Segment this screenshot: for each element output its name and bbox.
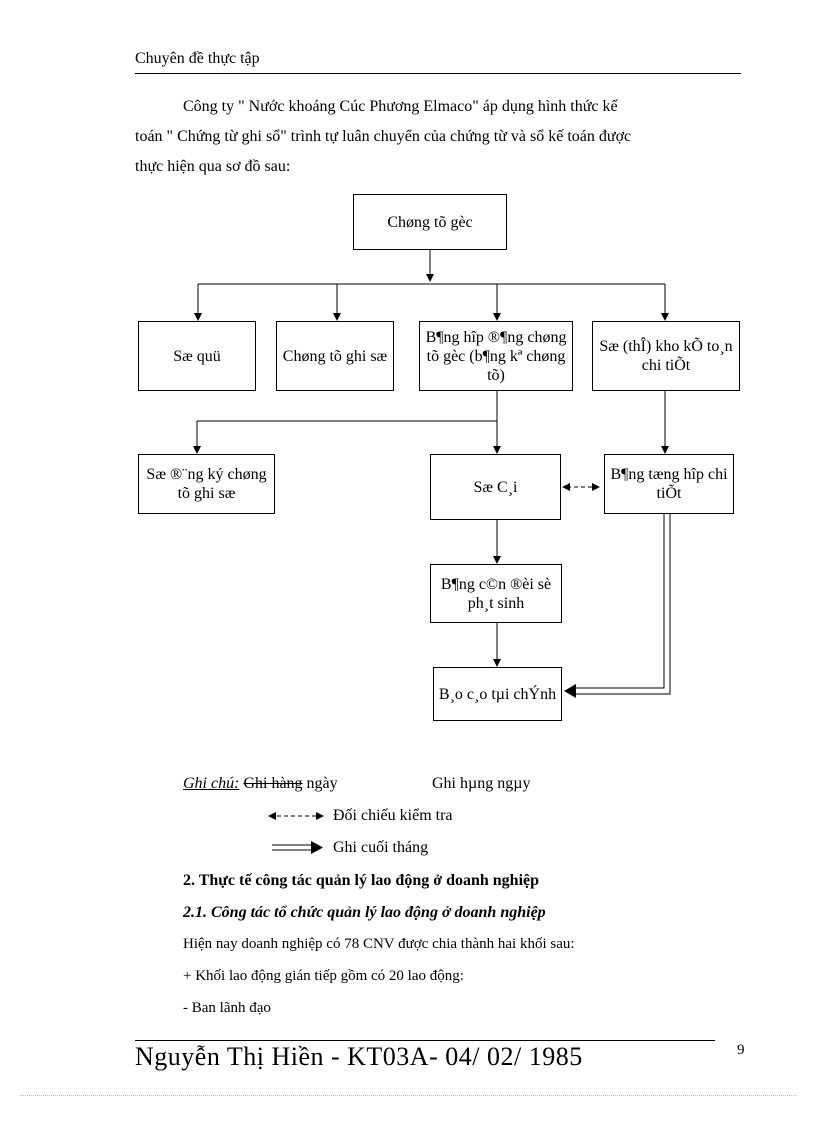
intro-paragraph: Công ty " Nước khoáng Cúc Phương Elmaco"… xyxy=(135,92,741,182)
legend-daily-rest: ngày xyxy=(302,775,338,792)
box-bao-cao: B¸o c¸o tµi chÝnh xyxy=(433,667,562,721)
month-end-line-outer xyxy=(572,514,665,689)
section-heading: 2. Thực tế công tác quản lý lao động ở d… xyxy=(183,872,540,889)
intro-line-1: Công ty " Nước khoáng Cúc Phương Elmaco"… xyxy=(183,98,618,115)
legend-dashed-left-head xyxy=(268,812,276,820)
box-so-dang-ky: Sæ ®¨ng ký chøng tõ ghi sæ xyxy=(138,454,275,514)
body-line-1: Hiện nay doanh nghiệp có 78 CNV được chi… xyxy=(183,936,575,952)
box-so-cai: Sæ C¸i xyxy=(430,454,561,520)
legend-double-head xyxy=(311,841,323,854)
section-subheading: 2.1. Công tác tổ chức quản lý lao động ở… xyxy=(183,904,546,921)
legend-label: Ghi chú: xyxy=(183,775,240,792)
footer-rule xyxy=(135,1040,715,1041)
body-line-2: + Khối lao động gián tiếp gồm có 20 lao … xyxy=(183,968,464,984)
box-bang-tong-hop: B¶ng tæng hîp chi tiÕt xyxy=(604,454,734,514)
box-chung-tu-goc: Chøng tõ gèc xyxy=(353,194,507,250)
page-bottom-dotted-edge xyxy=(20,1095,796,1096)
page-number: 9 xyxy=(737,1042,745,1058)
header-rule xyxy=(135,73,741,74)
intro-line-3: thực hiện qua sơ đồ sau: xyxy=(135,158,291,175)
legend-monthly-text: Ghi cuối tháng xyxy=(333,839,429,856)
intro-line-2: toán " Chứng từ ghi sổ" trình tự luân ch… xyxy=(135,128,632,145)
legend-daily-struck: Ghi hàng xyxy=(243,775,303,792)
legend-crosscheck-text: Đối chiếu kiểm tra xyxy=(333,807,453,824)
month-end-arrowhead xyxy=(564,684,576,698)
box-bang-hop: B¶ng hîp ®¶ng chøng tõ gèc (b¶ng kª chøn… xyxy=(419,321,573,391)
legend-daily-row: Ghi chú: Ghi hàng ngày xyxy=(183,775,338,793)
page-header-title: Chuyên đề thực tập xyxy=(135,50,260,67)
legend-dashed-right-head xyxy=(316,812,324,820)
legend-daily-alt: Ghi hµng ngµy xyxy=(432,775,531,792)
month-end-line-inner xyxy=(572,514,671,695)
box-bang-can-doi: B¶ng c©n ®èi sè ph¸t sinh xyxy=(430,564,562,623)
box-chung-tu-ghi-so: Chøng tõ ghi sæ xyxy=(276,321,394,391)
body-line-3: - Ban lãnh đạo xyxy=(183,1000,271,1016)
box-so-the-kho: Sæ (thÎ) kho kÕ to¸n chi tiÕt xyxy=(592,321,740,391)
box-so-quy: Sæ quü xyxy=(138,321,256,391)
footer-author: Nguyễn Thị Hiền - KT03A- 04/ 02/ 1985 xyxy=(135,1042,583,1071)
